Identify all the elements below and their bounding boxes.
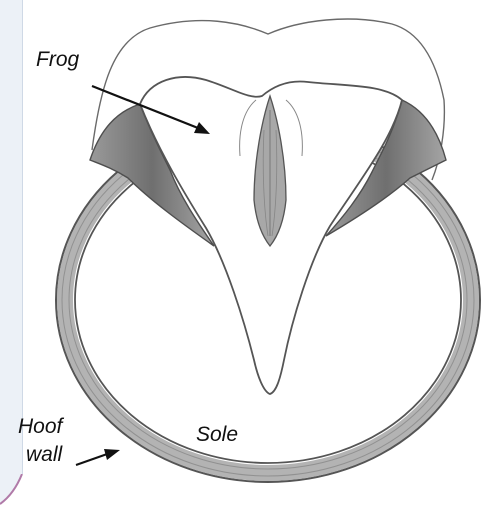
hoof-wall-arrow: [76, 449, 120, 465]
hoof-wall-label-line1: Hoof: [18, 416, 62, 438]
sole-label: Sole: [196, 424, 238, 446]
hoof-wall-label-line2: wall: [26, 444, 62, 466]
frog-label: Frog: [36, 49, 79, 71]
